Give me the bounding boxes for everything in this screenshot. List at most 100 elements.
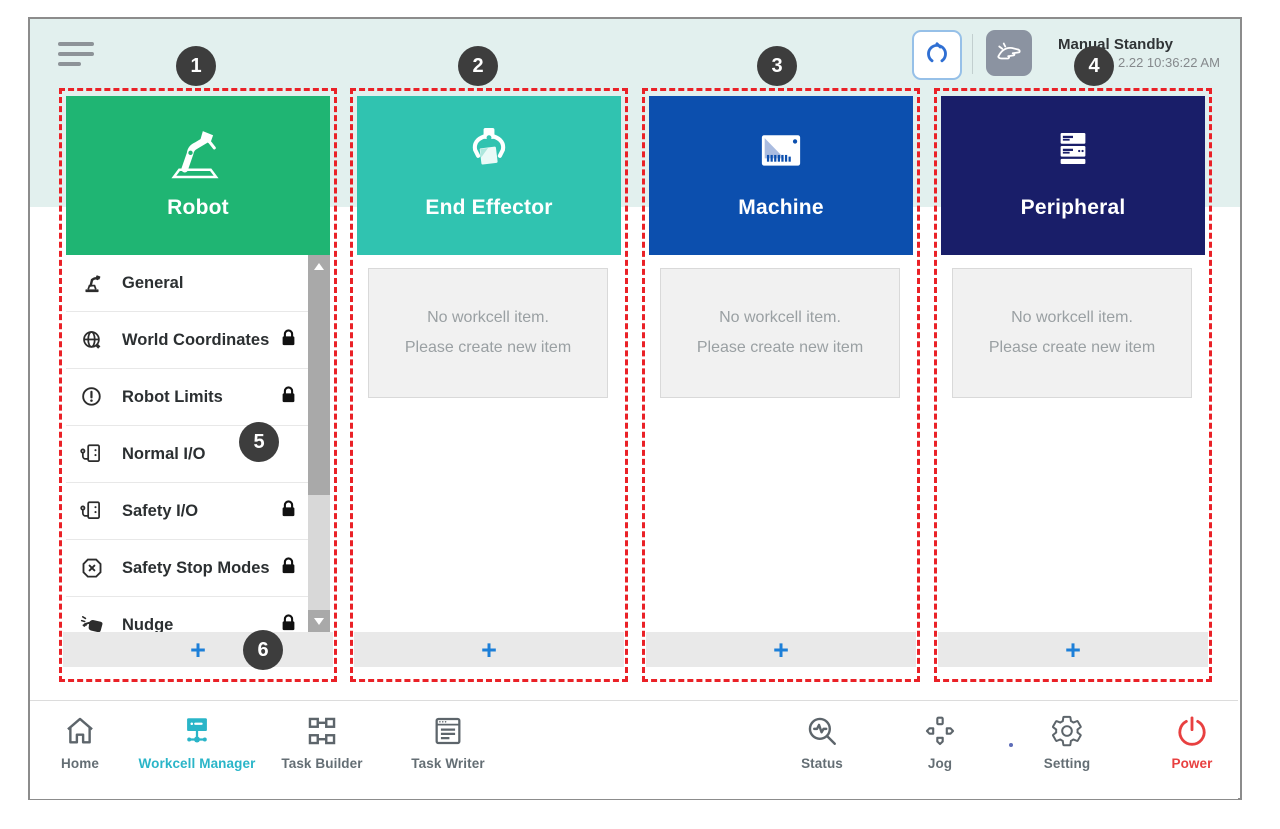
robot-column: Robot General [59, 88, 337, 682]
list-item-label: World Coordinates [122, 330, 270, 349]
mode-status-label: Manual Standby [1058, 36, 1174, 53]
empty-state: No workcell item. Please create new item [660, 268, 900, 398]
robot-arm-icon [167, 120, 229, 182]
list-item-nudge[interactable]: Nudge [66, 597, 330, 632]
nav-label: Setting [1043, 756, 1091, 771]
nav-label: Task Builder [281, 756, 363, 771]
list-item-normal-io[interactable]: Normal I/O [66, 426, 330, 483]
scroll-up-icon[interactable] [308, 255, 330, 277]
list-scrollbar[interactable] [308, 255, 330, 632]
nav-home[interactable]: Home [0, 712, 165, 771]
status-icon [805, 712, 839, 750]
nav-label: Workcell Manager [138, 756, 256, 771]
callout-4: 4 [1074, 46, 1114, 86]
machine-column-header[interactable]: Machine [649, 96, 913, 255]
nav-status[interactable]: Status [737, 712, 907, 771]
peripheral-icon [1044, 120, 1102, 182]
lock-icon [279, 385, 298, 409]
column-title: Peripheral [1020, 196, 1126, 219]
scrollbar-thumb[interactable] [308, 277, 330, 495]
nav-label: Power [1171, 756, 1213, 771]
callout-2: 2 [458, 46, 498, 86]
list-item-label: Safety I/O [122, 501, 199, 520]
end-effector-column-header[interactable]: End Effector [357, 96, 621, 255]
lock-icon [279, 556, 298, 580]
empty-state-line1: No workcell item. [1011, 309, 1133, 327]
empty-state-line1: No workcell item. [719, 309, 841, 327]
bottom-nav [30, 700, 1238, 799]
callout-3: 3 [757, 46, 797, 86]
nav-task-writer[interactable]: Task Writer [363, 712, 533, 771]
column-title: Machine [738, 196, 824, 219]
empty-state: No workcell item. Please create new item [952, 268, 1192, 398]
io-icon [80, 442, 105, 467]
empty-state-line1: No workcell item. [427, 309, 549, 327]
workcell-manager-icon [180, 712, 214, 750]
list-item-label: Normal I/O [122, 444, 206, 463]
robot-mode-button[interactable] [912, 30, 962, 80]
task-writer-icon [431, 712, 465, 750]
list-item-world-coordinates[interactable]: World Coordinates [66, 312, 330, 369]
home-icon [63, 712, 97, 750]
nav-task-builder[interactable]: Task Builder [237, 712, 407, 771]
add-machine-item-button[interactable]: + [646, 632, 916, 667]
empty-state-line2: Please create new item [404, 339, 572, 356]
hand-guide-icon [991, 33, 1027, 74]
task-builder-icon [305, 712, 339, 750]
hand-guide-button[interactable] [986, 30, 1032, 76]
setting-icon [1050, 712, 1084, 750]
robot-item-list: General World Coordinates [66, 255, 330, 632]
add-peripheral-item-button[interactable]: + [938, 632, 1208, 667]
empty-state-line2: Please create new item [988, 339, 1156, 356]
nav-label: Jog [927, 756, 953, 771]
peripheral-column: Peripheral No workcell item. Please crea… [934, 88, 1212, 682]
general-icon [80, 271, 105, 296]
lock-icon [279, 613, 298, 632]
callout-1: 1 [176, 46, 216, 86]
mode-timestamp: 2.22 10:36:22 AM [1118, 55, 1220, 70]
robot-mode-icon [920, 36, 954, 75]
add-icon: + [1065, 634, 1081, 665]
machine-icon [751, 120, 811, 182]
list-item-general[interactable]: General [66, 255, 330, 312]
list-item-label: Robot Limits [122, 387, 223, 406]
peripheral-column-header[interactable]: Peripheral [941, 96, 1205, 255]
list-item-safety-stop-modes[interactable]: Safety Stop Modes [66, 540, 330, 597]
robot-limits-icon [80, 385, 105, 410]
nav-label: Task Writer [411, 756, 485, 771]
list-item-label: Nudge [122, 615, 174, 633]
callout-6: 6 [243, 630, 283, 670]
nudge-icon [80, 613, 105, 632]
nav-label: Home [61, 756, 99, 771]
topbar-divider [972, 34, 973, 74]
robot-column-header[interactable]: Robot [66, 96, 330, 255]
nav-separator-dot [1009, 743, 1013, 747]
menu-icon[interactable] [58, 42, 94, 70]
nav-workcell-manager[interactable]: Workcell Manager [112, 712, 282, 771]
nav-label: Status [801, 756, 843, 771]
empty-state: No workcell item. Please create new item [368, 268, 608, 398]
list-item-label: Safety Stop Modes [122, 558, 270, 577]
power-icon [1175, 712, 1209, 750]
machine-column: Machine No workcell item. Please create … [642, 88, 920, 682]
column-title: Robot [167, 196, 229, 219]
add-end-effector-item-button[interactable]: + [354, 632, 624, 667]
column-title: End Effector [425, 196, 553, 219]
jog-icon [923, 712, 957, 750]
list-item-label: General [122, 273, 184, 292]
add-robot-item-button[interactable]: + [63, 632, 333, 667]
list-item-robot-limits[interactable]: Robot Limits [66, 369, 330, 426]
nav-jog[interactable]: Jog [855, 712, 1025, 771]
lock-icon [279, 499, 298, 523]
add-icon: + [190, 634, 206, 665]
nav-setting[interactable]: Setting [982, 712, 1152, 771]
nav-power[interactable]: Power [1107, 712, 1277, 771]
list-item-safety-io[interactable]: Safety I/O [66, 483, 330, 540]
add-icon: + [773, 634, 789, 665]
empty-state-line2: Please create new item [696, 339, 864, 356]
end-effector-column: End Effector No workcell item. Please cr… [350, 88, 628, 682]
scroll-down-icon[interactable] [308, 610, 330, 632]
lock-icon [279, 328, 298, 352]
callout-5: 5 [239, 422, 279, 462]
